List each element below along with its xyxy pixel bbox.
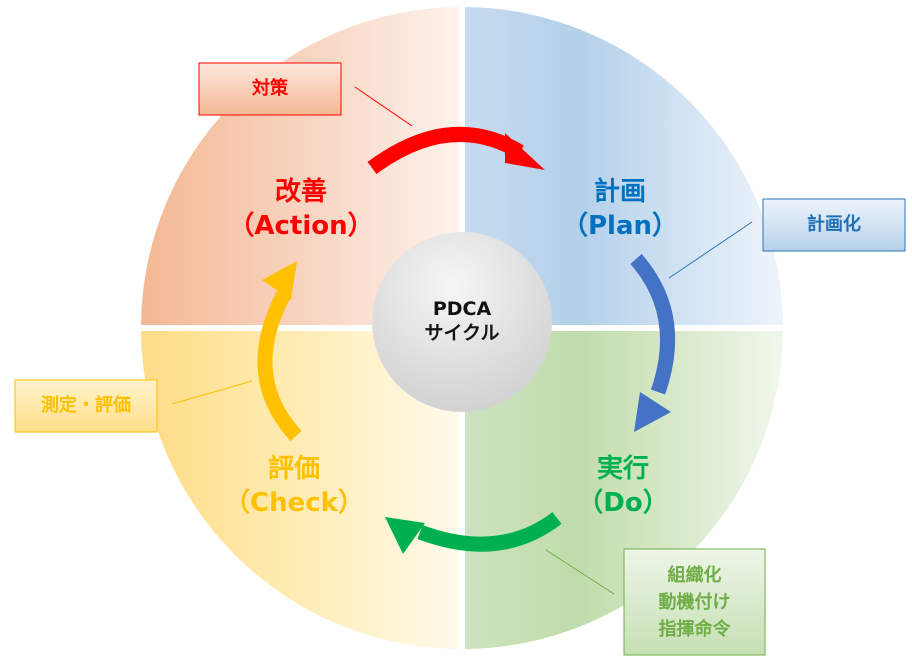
callout-box-do: [623, 548, 766, 656]
arrow-check-to-action: [257, 261, 302, 442]
quadrant-plan: [465, 7, 783, 325]
center-title-line1: PDCA: [432, 298, 492, 320]
arrow-do-to-check: [385, 511, 562, 554]
label-action-jp: 改善: [274, 177, 327, 207]
center-circle: [372, 232, 552, 412]
leader-line-check: [171, 380, 253, 405]
label-do-en: （Do）: [577, 488, 669, 518]
label-do: 実行 （Do）: [548, 452, 698, 520]
leader-line-action: [354, 86, 413, 127]
label-action: 改善 （Action）: [226, 175, 376, 243]
callout-check: 測定・評価: [41, 395, 131, 416]
quadrant-action: [141, 7, 459, 325]
callout-plan: 計画化: [807, 214, 861, 235]
callout-do-line-3: 指揮命令: [658, 618, 731, 640]
leader-line-plan: [668, 221, 753, 279]
label-plan-en: （Plan）: [561, 211, 679, 241]
quadrant-check: [141, 331, 459, 649]
arrow-action-to-plan: [367, 126, 545, 175]
leader-line-do: [545, 549, 615, 595]
label-check: 評価 （Check）: [219, 452, 369, 520]
callout-box-plan: [762, 198, 906, 252]
arrow-plan-to-do: [630, 254, 676, 432]
center-title: PDCA サイクル: [402, 297, 522, 345]
callout-box-action: [198, 62, 342, 116]
callout-do: 組織化 動機付け 指揮命令: [624, 549, 765, 655]
label-check-jp: 評価: [267, 454, 320, 484]
label-plan-jp: 計画: [593, 177, 646, 207]
label-do-jp: 実行: [596, 454, 649, 484]
label-check-en: （Check）: [224, 488, 364, 518]
quadrant-do: [465, 331, 783, 649]
center-title-line2: サイクル: [424, 322, 500, 344]
callout-box-check: [14, 379, 158, 433]
label-plan: 計画 （Plan）: [545, 175, 695, 243]
callout-do-line-2: 動機付け: [658, 591, 731, 613]
callout-action: 対策: [252, 78, 288, 99]
label-action-en: （Action）: [228, 211, 374, 241]
callout-do-line-1: 組織化: [667, 564, 722, 586]
